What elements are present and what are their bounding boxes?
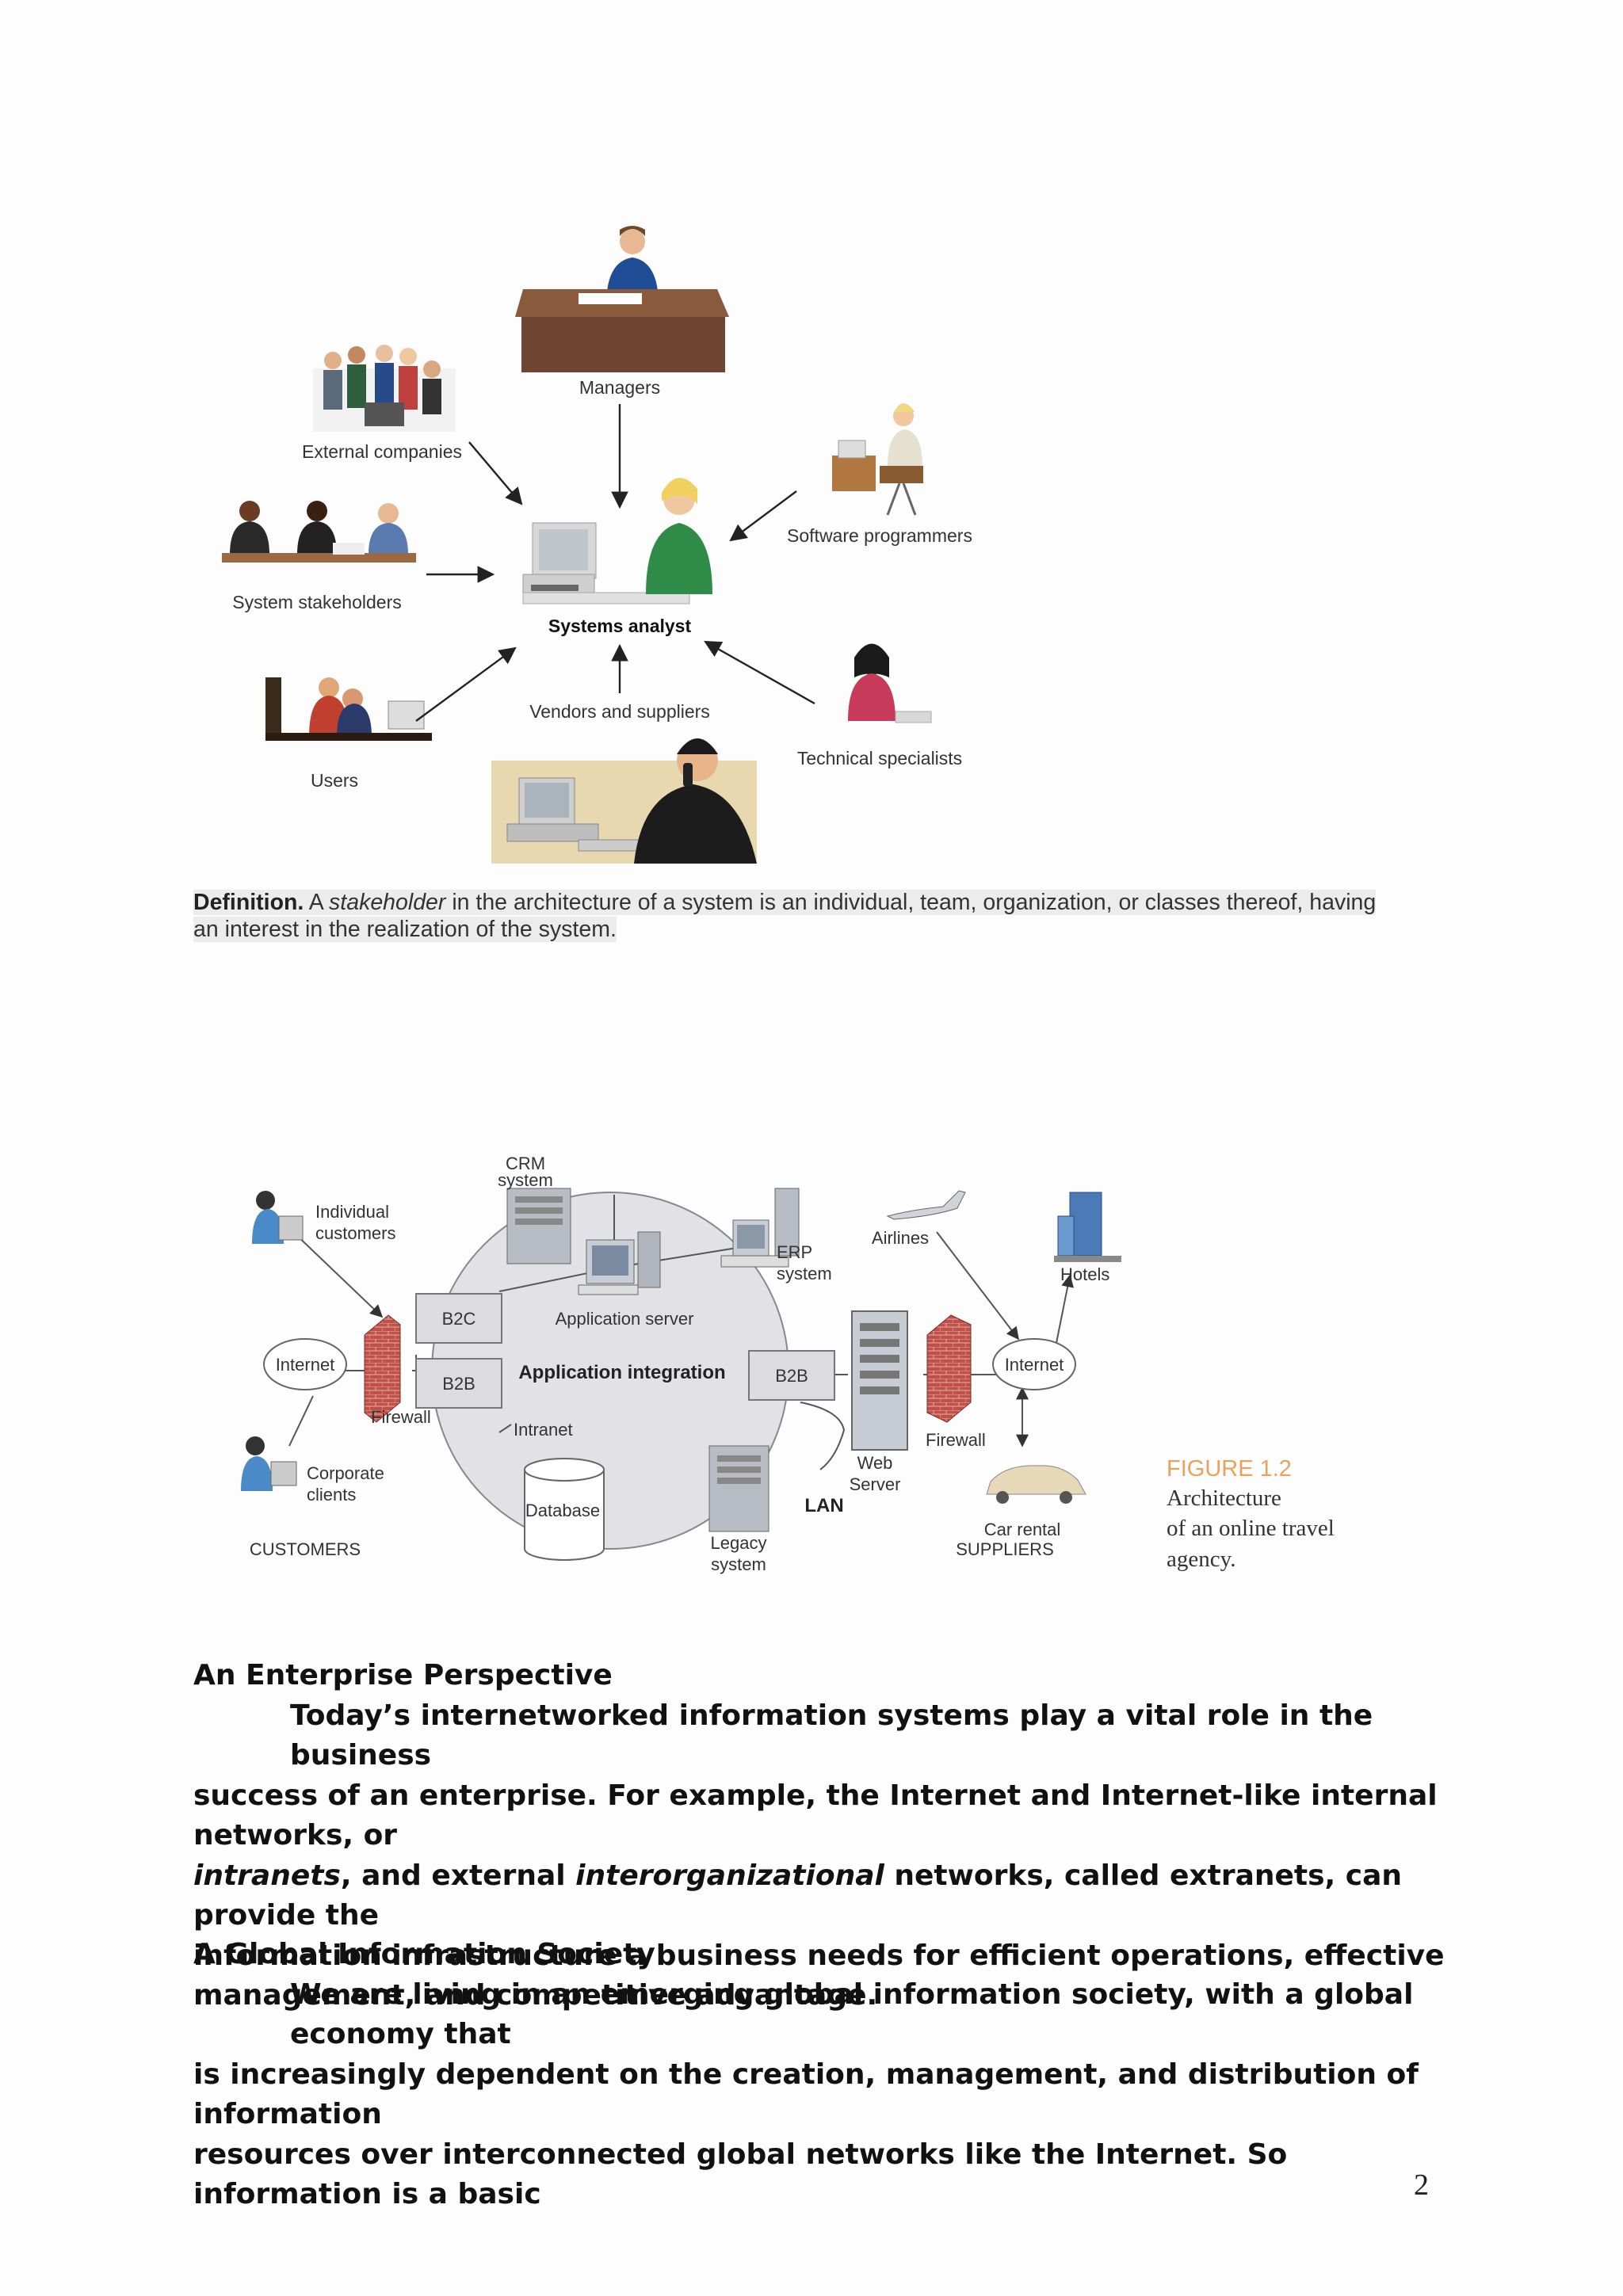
individual-label-1: Individual [315,1202,389,1222]
database-icon [524,1458,605,1561]
firewall-left-label: Firewall [371,1407,431,1427]
app-integration-label: Application integration [518,1362,725,1383]
car-icon [986,1465,1086,1504]
database-label: Database [525,1501,600,1520]
crm-label-2: system [498,1170,553,1190]
external-companies-label: External companies [302,441,462,462]
internet-left-cloud [263,1338,347,1390]
legacy-label-2: system [711,1554,766,1574]
emphasis-intranets: intranets [193,1859,341,1892]
caption-line-1: Architecture [1167,1486,1281,1511]
internet-right-cloud [992,1338,1076,1390]
web-server-label-1: Web [857,1453,893,1473]
emphasis-interorganizational: interorganizational [575,1859,884,1892]
b2b-left-label: B2B [442,1374,475,1394]
b2b-right-label: B2B [775,1366,808,1386]
paragraph-line: intranets, and external interorganizatio… [193,1856,1445,1936]
crm-server-icon [506,1188,571,1264]
technical-specialists-label: Technical specialists [797,748,962,769]
manager-illustration [515,226,729,372]
b2b-left-box [415,1358,502,1409]
b2c-label: B2C [442,1309,476,1329]
airplane-icon [886,1190,966,1220]
systems-analyst-illustration [522,478,712,605]
system-stakeholders-label: System stakeholders [232,592,401,612]
b2c-box [415,1293,502,1344]
corporate-client-icon [241,1436,297,1491]
b2b-right-box [748,1350,835,1401]
app-server-label: Application server [556,1309,694,1329]
definition-line1: in the architecture of a system is an in… [452,890,1377,915]
internet-left-label: Internet [276,1355,335,1375]
stakeholders-figure: Managers External companies System stake… [222,226,972,864]
definition-line2: an interest in the realization of the sy… [193,917,617,942]
paragraph-line: Today’s internetworked information syste… [290,1699,1373,1772]
lan-label: LAN [804,1495,843,1516]
web-server-icon [851,1310,908,1451]
vendors-label: Vendors and suppliers [529,701,710,722]
hotel-icon [1054,1192,1121,1262]
corporate-label-1: Corporate [307,1463,384,1483]
section-enterprise: An Enterprise Perspective Today’s intern… [193,1656,1445,2016]
users-label: Users [311,770,358,791]
technical-specialists-illustration [848,643,932,723]
caption-line-3: agency. [1167,1547,1235,1572]
vendors-illustration [491,738,757,864]
paragraph-line: is increasingly dependent on the creatio… [193,2058,1419,2131]
suppliers-label: SUPPLIERS [956,1539,1054,1559]
architecture-figure: CRM system Individual customers ERP syst… [241,1154,1335,1574]
crm-label-1: CRM [506,1154,545,1173]
firewall-right-label: Firewall [926,1430,986,1450]
application-server-icon [578,1231,661,1295]
definition-lead: Definition. [193,890,304,915]
paragraph-fragment: networks, called extranets, can provide … [193,1859,1403,1932]
erp-label-1: ERP [777,1242,812,1262]
paragraph-line: information infrastructure a business ne… [193,1939,1445,1972]
definition-term: stakeholder [329,890,446,915]
firewall-left-icon [364,1314,401,1423]
hotels-label: Hotels [1060,1264,1109,1284]
users-illustration [265,677,432,741]
legacy-system-icon [708,1445,769,1532]
systems-analyst-label: Systems analyst [548,616,692,636]
section-heading: A Global Information Society [193,1938,655,1970]
external-companies-illustration [313,345,456,432]
definition-a: A [308,890,323,915]
paragraph-line: management, and competitive advantage. [193,1979,878,2012]
paragraph-line: We are living in an emerging global info… [290,1978,1414,2051]
internet-right-label: Internet [1005,1355,1064,1375]
software-programmers-label: Software programmers [787,525,972,546]
caption-line-2: of an online travel [1167,1516,1335,1541]
erp-system-icon [720,1188,800,1268]
customers-label: CUSTOMERS [250,1539,361,1559]
paragraph-line: success of an enterprise. For example, t… [193,1779,1438,1852]
page-number: 2 [1414,2168,1429,2202]
corporate-label-2: clients [307,1485,356,1505]
erp-label-2: system [777,1264,832,1283]
section-global-society: A Global Information Society We are livi… [193,1935,1445,2215]
intranet-label: Intranet [514,1420,573,1440]
system-stakeholders-illustration [222,501,416,563]
firewall-right-icon [926,1314,972,1423]
managers-label: Managers [579,377,660,398]
airlines-label: Airlines [872,1228,929,1248]
car-rental-label: Car rental [984,1520,1061,1539]
paragraph-fragment: , and external [340,1859,566,1892]
individual-customer-icon [252,1191,304,1244]
web-server-label-2: Server [850,1474,901,1494]
section-heading: An Enterprise Perspective [193,1659,613,1691]
figure-label: FIGURE 1.2 [1167,1456,1292,1482]
paragraph-line: resources over interconnected global net… [193,2138,1288,2211]
definition-block: Definition. A stakeholder in the archite… [193,889,1418,943]
stakeholder-arrows [415,404,815,722]
legacy-label-1: Legacy [711,1533,767,1553]
individual-label-2: customers [315,1223,395,1243]
software-programmers-illustration [832,403,923,516]
